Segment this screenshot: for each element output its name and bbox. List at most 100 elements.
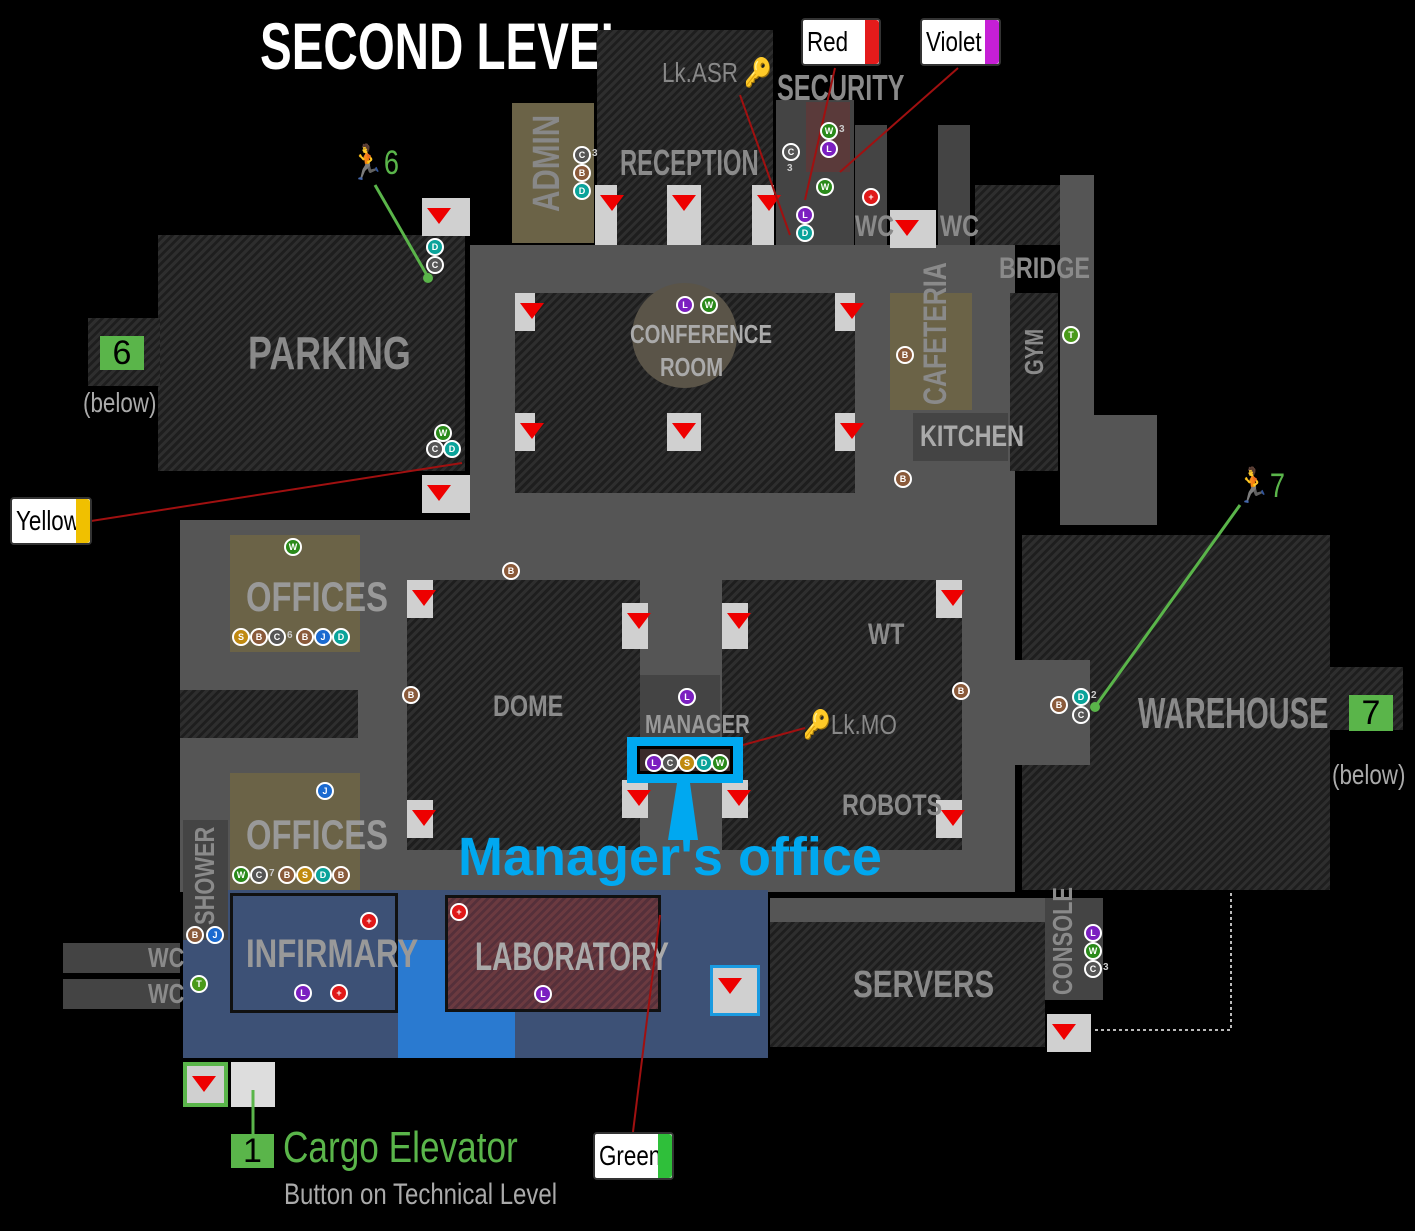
- room-shower: [183, 820, 228, 940]
- marker-l-icon: L: [294, 984, 312, 1002]
- marker-count: 3: [592, 148, 598, 159]
- marker-c-icon: C: [1072, 706, 1090, 724]
- marker-c-icon: C: [250, 866, 268, 884]
- marker-j-icon: J: [316, 782, 334, 800]
- room-servers: [770, 922, 1045, 1047]
- marker-l-icon: L: [796, 206, 814, 224]
- room-parking: [158, 235, 465, 471]
- marker-b-icon: B: [186, 926, 204, 944]
- stairs-down-icon: [722, 603, 751, 649]
- marker-d-icon: D: [332, 628, 350, 646]
- stairs-down-icon: [422, 198, 470, 236]
- stairs-down-icon: [515, 413, 544, 451]
- callout-red: Red: [801, 18, 881, 66]
- label-wc: WC: [855, 210, 894, 243]
- key-asr-text: Lk.ASR: [662, 57, 738, 88]
- stairs-down-icon: [710, 965, 760, 1016]
- marker-b-icon: B: [896, 346, 914, 364]
- label-wc: WC: [148, 942, 185, 973]
- marker-s-icon: S: [232, 628, 250, 646]
- marker-b-icon: B: [894, 470, 912, 488]
- callout-violet: Violet: [920, 18, 1001, 66]
- marker-l-icon: L: [676, 296, 694, 314]
- marker-m-icon: +: [450, 903, 468, 921]
- stairs-down-icon: [595, 185, 624, 245]
- marker-d-icon: D: [573, 182, 591, 200]
- marker-w-icon: W: [816, 178, 834, 196]
- exit-number: 6: [383, 144, 400, 182]
- label-security: SECURITY: [777, 67, 905, 108]
- wc-left-1: [63, 943, 180, 973]
- stairs-down-icon: [722, 780, 751, 818]
- key-asr-label: Lk.ASR 🔑: [662, 57, 772, 89]
- marker-d-icon: D: [426, 238, 444, 256]
- marker-w-icon: W: [232, 866, 250, 884]
- marker-b-icon: B: [296, 628, 314, 646]
- label-warehouse: WAREHOUSE: [1138, 689, 1329, 738]
- marker-count: 7: [269, 868, 275, 879]
- marker-b-icon: B: [278, 866, 296, 884]
- cargo-elevator-label: Cargo Elevator: [283, 1123, 518, 1172]
- room-dome: [407, 580, 640, 850]
- stairs-down-icon: [667, 413, 701, 451]
- stairs-down-icon: [515, 293, 544, 331]
- wc-block-2: [938, 125, 970, 245]
- marker-s-icon: S: [296, 866, 314, 884]
- key-mo-text: Lk.MO: [830, 709, 897, 740]
- label-laboratory: LABORATORY: [475, 935, 669, 979]
- stairs-down-icon: [407, 800, 436, 838]
- room-kitchen: [913, 413, 1008, 461]
- marker-w-icon: W: [820, 122, 838, 140]
- callout-red-text: Red: [807, 26, 849, 57]
- marker-b-icon: B: [1050, 696, 1068, 714]
- bridge-room: [975, 185, 1060, 245]
- marker-count: 3: [1103, 962, 1109, 973]
- marker-d-icon: D: [1072, 688, 1090, 706]
- running-man-icon: 🏃: [1236, 467, 1270, 505]
- stairs-down-icon: [835, 293, 864, 331]
- exit-1-box: 1: [231, 1134, 274, 1168]
- marker-m-icon: +: [360, 912, 378, 930]
- marker-w-icon: W: [434, 424, 452, 442]
- cargo-elevator-note: Button on Technical Level: [284, 1178, 558, 1211]
- stairs-down-icon: [1047, 1014, 1091, 1052]
- exit-6-below: (below): [83, 387, 157, 418]
- marker-b-icon: B: [402, 686, 420, 704]
- exit-number: 7: [1269, 467, 1286, 505]
- label-dome: DOME: [493, 690, 564, 723]
- exit-number: 6: [112, 334, 132, 372]
- marker-t-icon: T: [1062, 326, 1080, 344]
- room-laboratory: [445, 895, 661, 1012]
- marker-t-icon: T: [190, 975, 208, 993]
- label-conference-room: ROOM: [660, 352, 724, 382]
- stairs-down-icon: [422, 475, 470, 513]
- running-man-icon: 🏃: [350, 144, 384, 182]
- servers-corridor: [770, 898, 1045, 922]
- stairs-down-icon: [667, 185, 701, 245]
- bridge-corridor: [1060, 175, 1094, 425]
- label-kitchen: KITCHEN: [920, 420, 1025, 453]
- exit-number: 7: [1361, 694, 1381, 732]
- marker-c-icon: C: [782, 143, 800, 161]
- marker-c-icon: C: [1084, 960, 1102, 978]
- marker-d-icon: D: [443, 440, 461, 458]
- marker-l-icon: L: [820, 140, 838, 158]
- marker-l-icon: L: [678, 688, 696, 706]
- callout-yellow-text: Yellow: [16, 505, 80, 536]
- manager-office-label: Manager's office: [458, 827, 882, 887]
- exit-7-below: (below): [1332, 759, 1406, 790]
- label-servers: SERVERS: [853, 964, 995, 1006]
- marker-l-icon: L: [534, 985, 552, 1003]
- marker-b-icon: B: [502, 562, 520, 580]
- marker-count: 6: [287, 630, 293, 641]
- marker-d-icon: D: [314, 866, 332, 884]
- label-wt: WT: [868, 618, 905, 651]
- marker-w-icon: W: [700, 296, 718, 314]
- label-offices-top: OFFICES: [246, 573, 388, 620]
- marker-c-icon: C: [426, 256, 444, 274]
- stairs-down-icon: [407, 580, 436, 618]
- marker-b-icon: B: [952, 682, 970, 700]
- callout-green: Green: [593, 1132, 674, 1180]
